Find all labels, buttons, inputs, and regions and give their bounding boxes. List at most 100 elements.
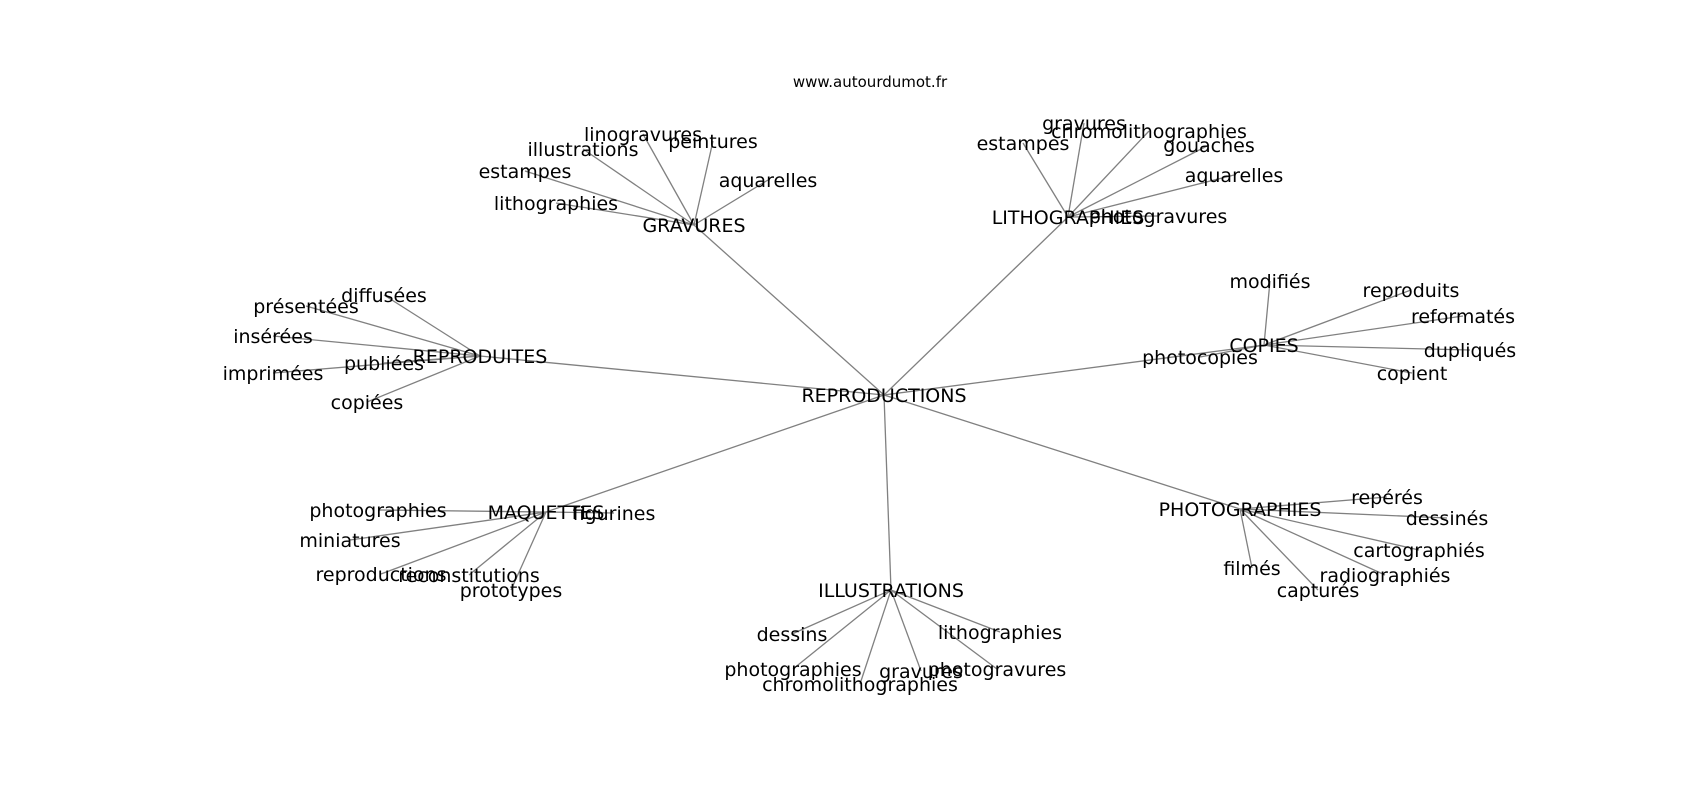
leaf-node-chromolithographies: chromolithographies <box>1051 121 1247 143</box>
leaf-node-inserees: insérées <box>233 326 313 348</box>
leaf-node-gravures: gravures <box>1042 113 1126 135</box>
edge-maquettes-prototypes <box>510 511 547 591</box>
leaf-node-figurines: figurines <box>573 503 656 525</box>
edge-gravures-aquarelles <box>693 179 769 226</box>
edge-copies-modifies <box>1263 280 1271 346</box>
leaf-node-reproductions: reproductions <box>315 564 446 586</box>
hub-node-copies: COPIES <box>1229 335 1298 357</box>
edge-gravures-estampes <box>524 170 695 226</box>
edge-lithographies-gravures <box>1067 122 1085 218</box>
leaf-node-photogravures: photogravures <box>1089 206 1228 228</box>
leaf-node-diffusees: diffusées <box>341 285 427 307</box>
leaf-node-peintures: peintures <box>668 131 758 153</box>
edge-reproduites-presentees <box>305 305 481 357</box>
hub-node-gravures: GRAVURES <box>642 215 745 237</box>
leaf-node-gouaches: gouaches <box>1163 135 1254 157</box>
edge-illustrations-chromolithographies <box>859 589 892 685</box>
edge-illustrations-lithographies <box>890 589 1001 633</box>
edge-photographies-dessines <box>1239 508 1448 519</box>
leaf-node-publiees: publiées <box>344 353 424 375</box>
edge-center-photographies <box>883 394 1241 510</box>
leaf-node-dessines: dessinés <box>1406 508 1488 530</box>
edge-gravures-lithographies <box>555 202 695 226</box>
edge-lithographies-estampes <box>1022 142 1069 218</box>
edge-center-illustrations <box>883 394 892 591</box>
edge-maquettes-reproductions <box>380 511 547 575</box>
edge-reproduites-diffusees <box>383 294 481 357</box>
edge-illustrations-photogravures <box>890 589 998 670</box>
leaf-node-presentees: présentées <box>253 296 359 318</box>
leaf-node-photocopies: photocopies <box>1142 347 1258 369</box>
edge-reproduites-inserees <box>272 335 481 357</box>
edge-photographies-reperes <box>1239 496 1388 510</box>
edge-copies-dupliques <box>1263 344 1471 351</box>
leaf-node-modifies: modifiés <box>1229 271 1310 293</box>
edge-photographies-radiographies <box>1239 508 1386 576</box>
leaf-node-imprimees: imprimées <box>223 363 324 385</box>
leaf-node-reformates: reformatés <box>1411 306 1515 328</box>
edge-illustrations-gravures <box>890 589 922 672</box>
leaf-node-estampes: estampes <box>479 161 572 183</box>
leaf-node-prototypes: prototypes <box>460 580 563 602</box>
edge-center-lithographies <box>883 216 1069 396</box>
leaf-node-dupliques: dupliqués <box>1424 340 1516 362</box>
site-caption: www.autourdumot.fr <box>793 73 948 91</box>
edge-center-gravures <box>693 224 885 396</box>
leaf-node-dessins: dessins <box>757 624 828 646</box>
edge-photographies-filmes <box>1239 508 1253 569</box>
leaf-node-photogravures: photogravures <box>928 659 1067 681</box>
edge-copies-copient <box>1263 344 1413 374</box>
leaf-node-captures: capturés <box>1277 580 1360 602</box>
leaf-node-lithographies: lithographies <box>938 622 1062 644</box>
edge-gravures-linogravures <box>642 133 695 226</box>
leaf-node-copient: copient <box>1377 363 1448 385</box>
edge-center-reproduites <box>479 355 885 396</box>
edge-photographies-captures <box>1239 508 1319 591</box>
leaf-node-radiographies: radiographiés <box>1320 565 1451 587</box>
leaf-node-chromolithographies: chromolithographies <box>762 674 958 696</box>
edge-illustrations-photographies <box>792 589 892 670</box>
leaf-node-aquarelles: aquarelles <box>1185 165 1284 187</box>
edge-reproduites-imprimees <box>272 355 481 374</box>
edge-center-maquettes <box>545 394 885 513</box>
leaf-node-linogravures: linogravures <box>584 124 702 146</box>
edge-illustrations-dessins <box>791 589 892 635</box>
edge-maquettes-miniatures <box>349 511 547 541</box>
leaf-node-photographies: photographies <box>309 500 446 522</box>
leaf-node-copiees: copiées <box>331 392 404 414</box>
graph-edges <box>272 122 1471 685</box>
leaf-node-lithographies: lithographies <box>494 193 618 215</box>
edge-lithographies-aquarelles <box>1067 174 1235 218</box>
leaf-node-photographies: photographies <box>724 659 861 681</box>
leaf-node-estampes: estampes <box>977 133 1070 155</box>
hub-node-maquettes: MAQUETTES <box>488 502 605 524</box>
hub-node-photographies: PHOTOGRAPHIES <box>1159 499 1322 521</box>
leaf-node-reproduits: reproduits <box>1363 280 1460 302</box>
edge-lithographies-photogravures <box>1067 215 1159 218</box>
leaf-node-illustrations: illustrations <box>528 139 639 161</box>
edge-maquettes-figurines <box>545 511 615 514</box>
leaf-node-reperes: repérés <box>1351 487 1423 509</box>
leaf-node-cartographies: cartographiés <box>1353 540 1484 562</box>
edge-center-copies <box>883 344 1265 396</box>
hub-node-lithographies: LITHOGRAPHIES <box>992 207 1145 229</box>
graph-labels: REPRODUCTIONS GRAVURES linogravurespeintur… <box>223 113 1517 696</box>
center-node-label: REPRODUCTIONS <box>801 385 966 407</box>
edge-maquettes-photographies <box>377 509 547 513</box>
edge-photographies-cartographies <box>1239 508 1420 551</box>
hub-node-reproduites: REPRODUITES <box>413 346 548 368</box>
leaf-node-filmes: filmés <box>1223 558 1280 580</box>
leaf-node-miniatures: miniatures <box>299 530 400 552</box>
edge-reproduites-copiees <box>366 355 481 403</box>
edge-gravures-peintures <box>693 140 714 226</box>
edge-copies-photocopies <box>1199 344 1265 358</box>
edge-maquettes-reconstitutions <box>468 511 547 576</box>
leaf-node-gravures: gravures <box>879 661 963 683</box>
edge-gravures-illustrations <box>582 148 695 226</box>
hub-node-illustrations: ILLUSTRATIONS <box>818 580 964 602</box>
edge-lithographies-chromolithographies <box>1067 130 1150 218</box>
edge-copies-reformates <box>1263 315 1464 346</box>
edge-copies-reproduits <box>1263 289 1412 346</box>
leaf-node-reconstitutions: reconstitutions <box>398 565 540 587</box>
